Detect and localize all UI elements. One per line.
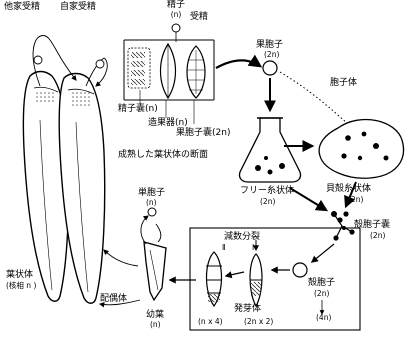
label-tracks: 造果器(n) <box>148 118 188 128</box>
label-carpospore: 果胞子 <box>256 40 283 50</box>
young-blade <box>144 242 166 300</box>
arrow-section-to-carpospore <box>216 60 260 68</box>
label-gametophyte: 配偶体 <box>100 294 127 304</box>
label-conchosporangium-ploidy: (2n) <box>370 232 385 240</box>
germling-4 <box>206 252 244 306</box>
monospore-cell <box>148 208 156 216</box>
label-conchospore: 殻胞子 <box>308 278 335 288</box>
label-sperm: 精子 <box>164 0 188 10</box>
label-shell-filament-ploidy: (2n) <box>348 196 363 204</box>
free-filament-flask <box>239 118 300 182</box>
label-meiosis-ii: Ⅱ <box>222 244 226 252</box>
label-conchospore-result: (4n) <box>316 314 331 322</box>
label-fertilization: 受精 <box>190 12 208 22</box>
label-germling: 発芽体 <box>234 304 261 314</box>
label-monospore: 単胞子 <box>138 188 165 198</box>
label-conchospore-ploidy: (2n) <box>314 290 329 298</box>
label-young-blade-ploidy: (n) <box>150 321 161 329</box>
label-shell-filament: 貝殻糸状体 <box>326 184 371 194</box>
label-meiosis-i: Ⅰ <box>252 244 254 252</box>
conchospore-cell <box>293 263 307 277</box>
mature-thallus-right <box>59 74 105 304</box>
monospore-loop-up <box>141 216 148 244</box>
carpospore-cell <box>263 61 277 75</box>
arrow-flask-to-conchosporangium <box>290 188 326 210</box>
label-meiosis: 減数分裂 <box>224 232 260 242</box>
label-sperm-ploidy: (n) <box>164 11 188 19</box>
label-thallus-ploidy: (核相 n ) <box>6 282 36 290</box>
shell-filament <box>319 119 403 178</box>
label-section-caption: 成熟した葉状体の断面 <box>118 150 208 160</box>
label-germling-4: (n x 4) <box>198 318 223 326</box>
label-free-filament-ploidy: (2n) <box>260 198 275 206</box>
label-young-blade: 幼葉 <box>146 310 164 320</box>
label-germling-2x2: (2n x 2) <box>244 318 273 326</box>
label-free-filament: フリー糸状体 <box>240 186 294 196</box>
label-cross-fertilization: 他家受精 <box>4 2 40 12</box>
label-spermatangium: 精子嚢(n) <box>118 104 158 114</box>
arrow-to-conchospore <box>312 244 334 262</box>
monospore-loop-down <box>156 224 161 242</box>
label-monospore-ploidy: (n) <box>146 199 157 207</box>
label-self-fertilization: 自家受精 <box>60 2 96 12</box>
label-thallus: 葉状体 <box>6 270 33 280</box>
label-carposporangium: 果胞子嚢(2n) <box>176 128 230 138</box>
label-sporophyte: 胞子体 <box>330 78 357 88</box>
label-carpospore-ploidy: (2n) <box>264 51 279 59</box>
arrow-blade-to-thallus <box>104 250 138 266</box>
conchosporangium <box>331 211 355 241</box>
label-conchosporangium: 殻胞子嚢 <box>354 220 390 230</box>
